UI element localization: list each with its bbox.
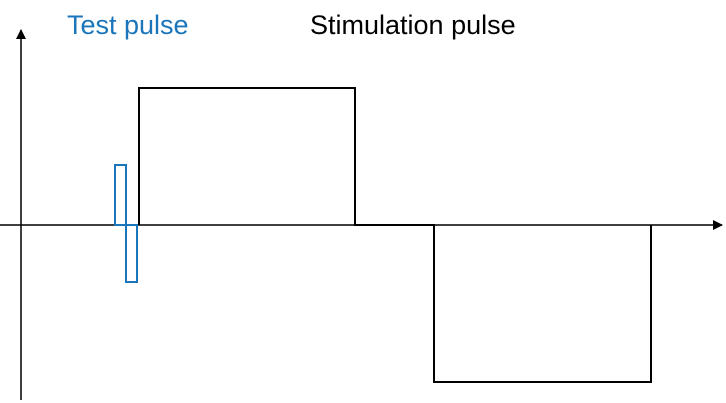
- test-pulse-negative-phase: [125, 224, 138, 283]
- test-pulse-label: Test pulse: [67, 10, 189, 40]
- stimulation-pulse-waveform: [138, 87, 652, 383]
- stimulation-pulse-label: Stimulation pulse: [310, 10, 516, 40]
- test-pulse-positive-phase: [114, 164, 127, 226]
